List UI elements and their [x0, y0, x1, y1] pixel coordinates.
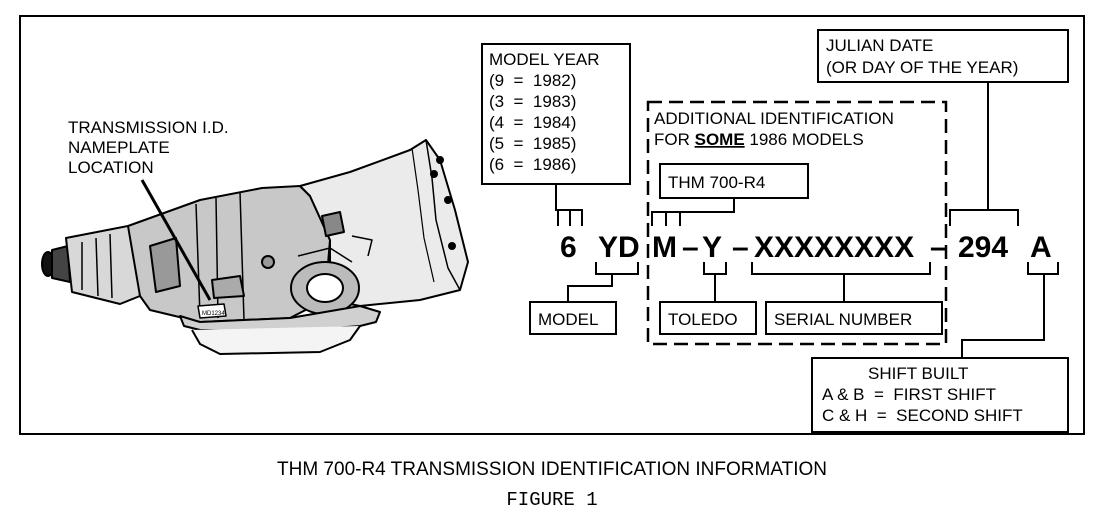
code-plant-letter: M [652, 231, 677, 264]
additional-id-box [646, 100, 948, 346]
toledo-box-label: TOLEDO [668, 310, 738, 329]
figure-number: FIGURE 1 [506, 489, 597, 511]
code-model: YD [598, 231, 640, 264]
model-year-entry-3: (4 = 1984) [489, 113, 576, 132]
code-serial: XXXXXXXX [754, 231, 914, 264]
code-dash-3: – [930, 231, 947, 264]
code-year-digit: 6 [560, 231, 577, 264]
transmission-illustration [41, 139, 469, 355]
nameplate-location-label-line-3: LOCATION [68, 158, 154, 177]
serial-number-box-label: SERIAL NUMBER [774, 310, 912, 329]
model-box [529, 301, 617, 335]
model-box-label: MODEL [538, 310, 598, 329]
additional-id-line-1: ADDITIONAL IDENTIFICATION [654, 109, 894, 128]
figure-caption: THM 700-R4 TRANSMISSION IDENTIFICATION I… [277, 459, 827, 480]
model-year-title: MODEL YEAR [489, 50, 600, 69]
julian-date-line-1: JULIAN DATE [826, 36, 933, 55]
nameplate-location-label-line-1: TRANSMISSION I.D. [68, 118, 229, 137]
thm-700r4-label: THM 700-R4 [668, 173, 765, 192]
model-year-entry-2: (3 = 1983) [489, 92, 576, 111]
nameplate-leader-line [140, 179, 212, 301]
code-julian: 294 [958, 231, 1008, 264]
emphasis-some: SOME [695, 130, 745, 149]
code-dash-1: – [682, 231, 699, 264]
nameplate-location-label-line-2: NAMEPLATE [68, 138, 170, 157]
toledo-box [659, 301, 757, 335]
code-sub-letter: Y [702, 231, 722, 264]
code-dash-2: – [732, 231, 749, 264]
code-shift-letter: A [1030, 231, 1052, 264]
serial-number-box [765, 301, 943, 335]
julian-date-line-2: (OR DAY OF THE YEAR) [826, 58, 1018, 77]
julian-date-box [817, 29, 1069, 83]
additional-id-line-2: FOR SOME 1986 MODELS [654, 130, 864, 149]
diagram-frame [19, 15, 1085, 435]
shift-built-line-2: C & H = SECOND SHIFT [822, 406, 1023, 425]
connector-lines [555, 82, 1059, 358]
model-year-entry-1: (9 = 1982) [489, 71, 576, 90]
shift-built-box [811, 357, 1069, 433]
model-year-entry-4: (5 = 1985) [489, 134, 576, 153]
model-year-entry-5: (6 = 1986) [489, 155, 576, 174]
shift-built-line-1: A & B = FIRST SHIFT [822, 385, 996, 404]
nameplate-tag: MD1234 [202, 311, 225, 317]
shift-built-title: SHIFT BUILT [868, 364, 968, 383]
